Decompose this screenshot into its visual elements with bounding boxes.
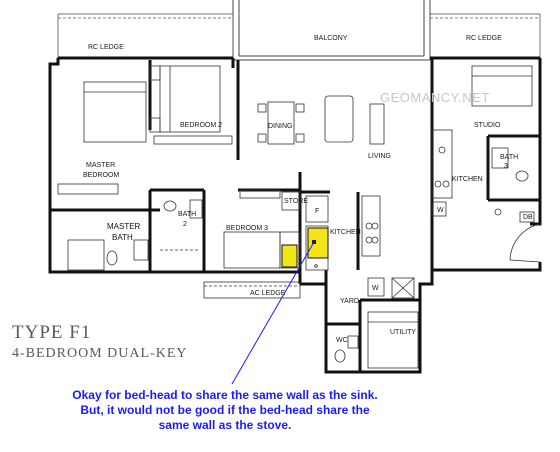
- label-balcony: BALCONY: [314, 35, 348, 42]
- label-bath-2-1: BATH: [178, 211, 196, 218]
- label-living: LIVING: [368, 153, 391, 160]
- plan-title: TYPE F1: [12, 322, 91, 343]
- stove-highlight: [281, 244, 298, 268]
- label-db: DB: [523, 214, 533, 221]
- watermark: GEOMANCY.NET: [380, 90, 490, 105]
- label-washer-yard: W: [372, 285, 379, 292]
- label-wc: WC: [336, 337, 348, 344]
- label-ac-ledge: AC LEDGE: [250, 290, 286, 297]
- label-bedroom-3: BEDROOM 3: [226, 225, 268, 232]
- plan-subtitle: 4-BEDROOM DUAL-KEY: [12, 346, 188, 361]
- label-rc-ledge-right: RC LEDGE: [466, 35, 502, 42]
- label-dining: DINING: [268, 123, 293, 130]
- label-rc-ledge-left: RC LEDGE: [88, 44, 124, 51]
- label-master-bedroom-1: MASTER: [86, 162, 115, 169]
- walls: [48, 56, 542, 374]
- label-washer-studio: W: [437, 207, 444, 214]
- label-kitchen-studio: KITCHEN: [452, 176, 483, 183]
- label-yard: YARD: [340, 298, 359, 305]
- label-master-bedroom-2: BEDROOM: [83, 172, 119, 179]
- label-bath-2-2: 2: [183, 221, 187, 228]
- label-bath-3-2: 3: [504, 163, 508, 170]
- annotation-line-3: same wall as the stove.: [158, 418, 292, 432]
- annotation-line-1: Okay for bed-head to share the same wall…: [72, 388, 378, 402]
- annotation-line-2: But, it would not be good if the bed-hea…: [80, 403, 370, 417]
- kitchen-highlights: [281, 227, 329, 268]
- annotation-pointer: [231, 241, 315, 385]
- label-kitchen-main: KITCHEN: [330, 229, 361, 236]
- label-bath-3-1: BATH: [500, 154, 518, 161]
- room-labels: RC LEDGE BALCONY RC LEDGE GEOMANCY.NET B…: [83, 35, 533, 344]
- label-master-bath-2: BATH: [112, 233, 133, 242]
- sink-highlight: [307, 227, 329, 259]
- label-studio: STUDIO: [474, 122, 501, 129]
- label-master-bath-1: MASTER: [107, 222, 141, 231]
- annotation-note: Okay for bed-head to share the same wall…: [40, 388, 410, 433]
- label-store: STORE: [284, 198, 308, 205]
- label-fridge: F: [315, 208, 319, 215]
- label-utility: UTILITY: [390, 329, 416, 336]
- balcony-area: [232, 0, 431, 61]
- label-bedroom-2: BEDROOM 2: [180, 122, 222, 129]
